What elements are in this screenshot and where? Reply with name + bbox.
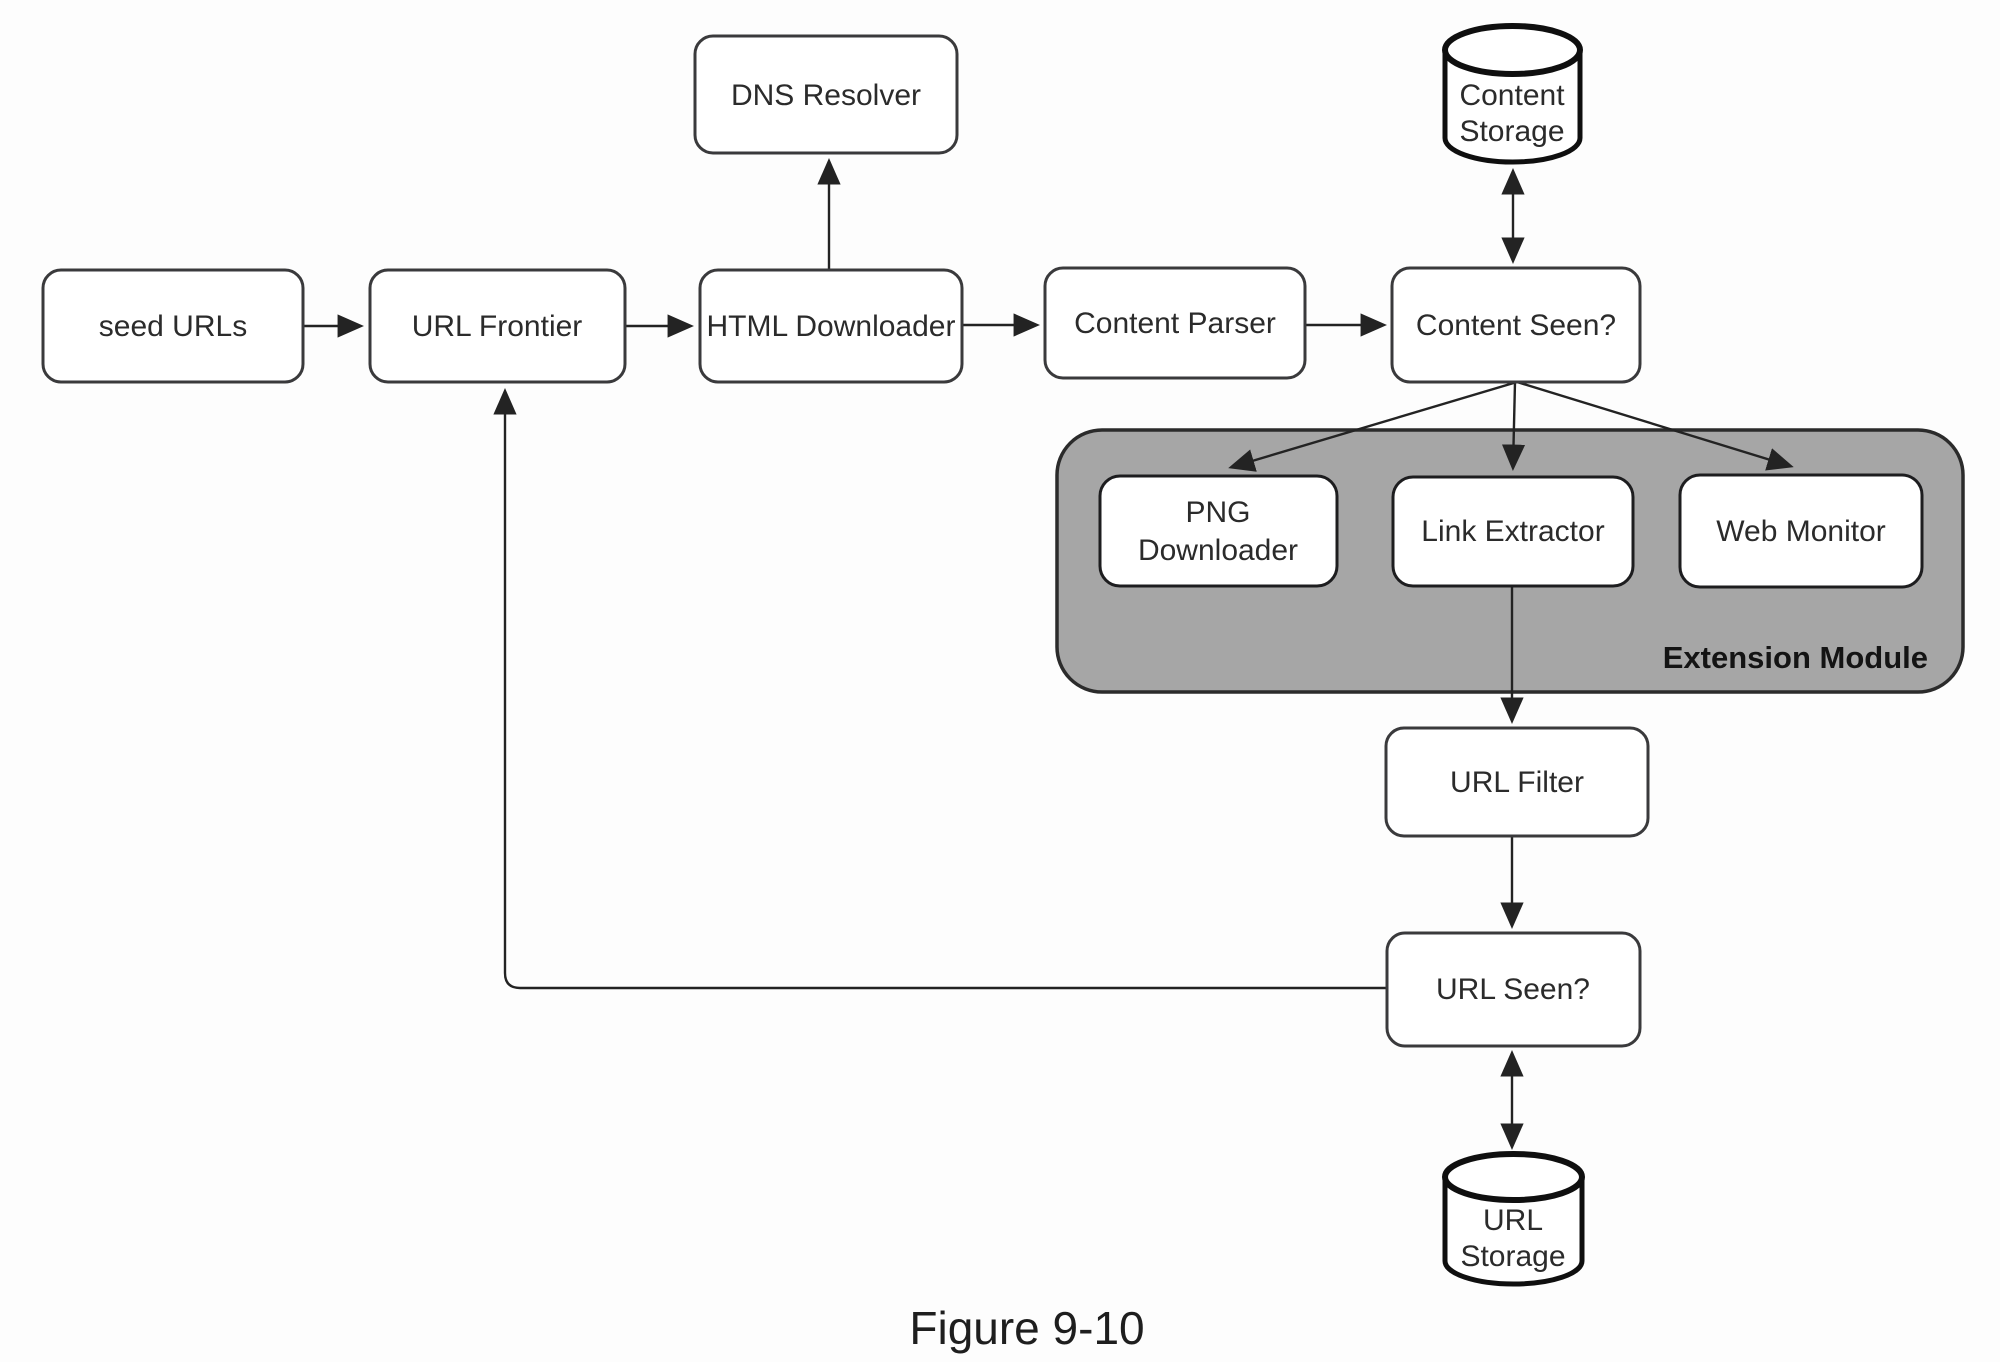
html-downloader-node: HTML Downloader bbox=[698, 268, 964, 384]
database-cylinder-icon bbox=[1442, 1177, 1585, 1287]
extension-module-label: Extension Module bbox=[1663, 640, 1928, 675]
content-storage-label-line1: Content bbox=[1459, 79, 1565, 112]
arrow-url-seen-to-url-frontier-loop bbox=[493, 388, 1387, 990]
dns-resolver-label: DNS Resolver bbox=[731, 79, 921, 112]
link-extractor-label: Link Extractor bbox=[1421, 515, 1604, 548]
url-storage-label-line2: Storage bbox=[1460, 1240, 1565, 1273]
content-parser-label: Content Parser bbox=[1074, 307, 1276, 340]
web-monitor-label: Web Monitor bbox=[1716, 515, 1886, 548]
url-filter-label: URL Filter bbox=[1450, 766, 1584, 799]
content-seen-label: Content Seen? bbox=[1416, 309, 1616, 342]
content-storage-label-line2: Storage bbox=[1459, 115, 1564, 148]
url-seen-node: URL Seen? bbox=[1385, 931, 1642, 1048]
content-seen-node: Content Seen? bbox=[1390, 266, 1642, 384]
database-cylinder-icon bbox=[1442, 50, 1583, 165]
url-storage-label-line1: URL bbox=[1483, 1204, 1543, 1237]
seed-urls-node: seed URLs bbox=[41, 268, 305, 384]
link-extractor-node: Link Extractor bbox=[1391, 475, 1635, 588]
url-filter-node: URL Filter bbox=[1384, 726, 1650, 838]
web-monitor-node: Web Monitor bbox=[1678, 473, 1924, 589]
seed-urls-label: seed URLs bbox=[99, 310, 247, 343]
url-seen-label: URL Seen? bbox=[1436, 973, 1590, 1006]
url-frontier-node: URL Frontier bbox=[368, 268, 627, 384]
content-storage-node: Content Storage bbox=[1442, 23, 1583, 165]
html-downloader-label: HTML Downloader bbox=[707, 310, 956, 343]
arrow-content-seen-to-link-extractor bbox=[1501, 381, 1526, 471]
arrow-content-seen-to-png-downloader bbox=[1228, 380, 1518, 472]
content-parser-node: Content Parser bbox=[1043, 266, 1307, 380]
png-downloader-node: PNG Downloader bbox=[1098, 474, 1339, 588]
url-storage-node: URL Storage bbox=[1442, 1151, 1585, 1287]
url-frontier-label: URL Frontier bbox=[412, 310, 583, 343]
dns-resolver-node: DNS Resolver bbox=[693, 34, 959, 155]
png-downloader-label-line2: Downloader bbox=[1138, 534, 1298, 567]
arrow-content-seen-to-web-monitor bbox=[1516, 380, 1794, 471]
png-downloader-label-line1: PNG bbox=[1185, 496, 1250, 529]
figure-caption: Figure 9-10 bbox=[909, 1302, 1144, 1354]
